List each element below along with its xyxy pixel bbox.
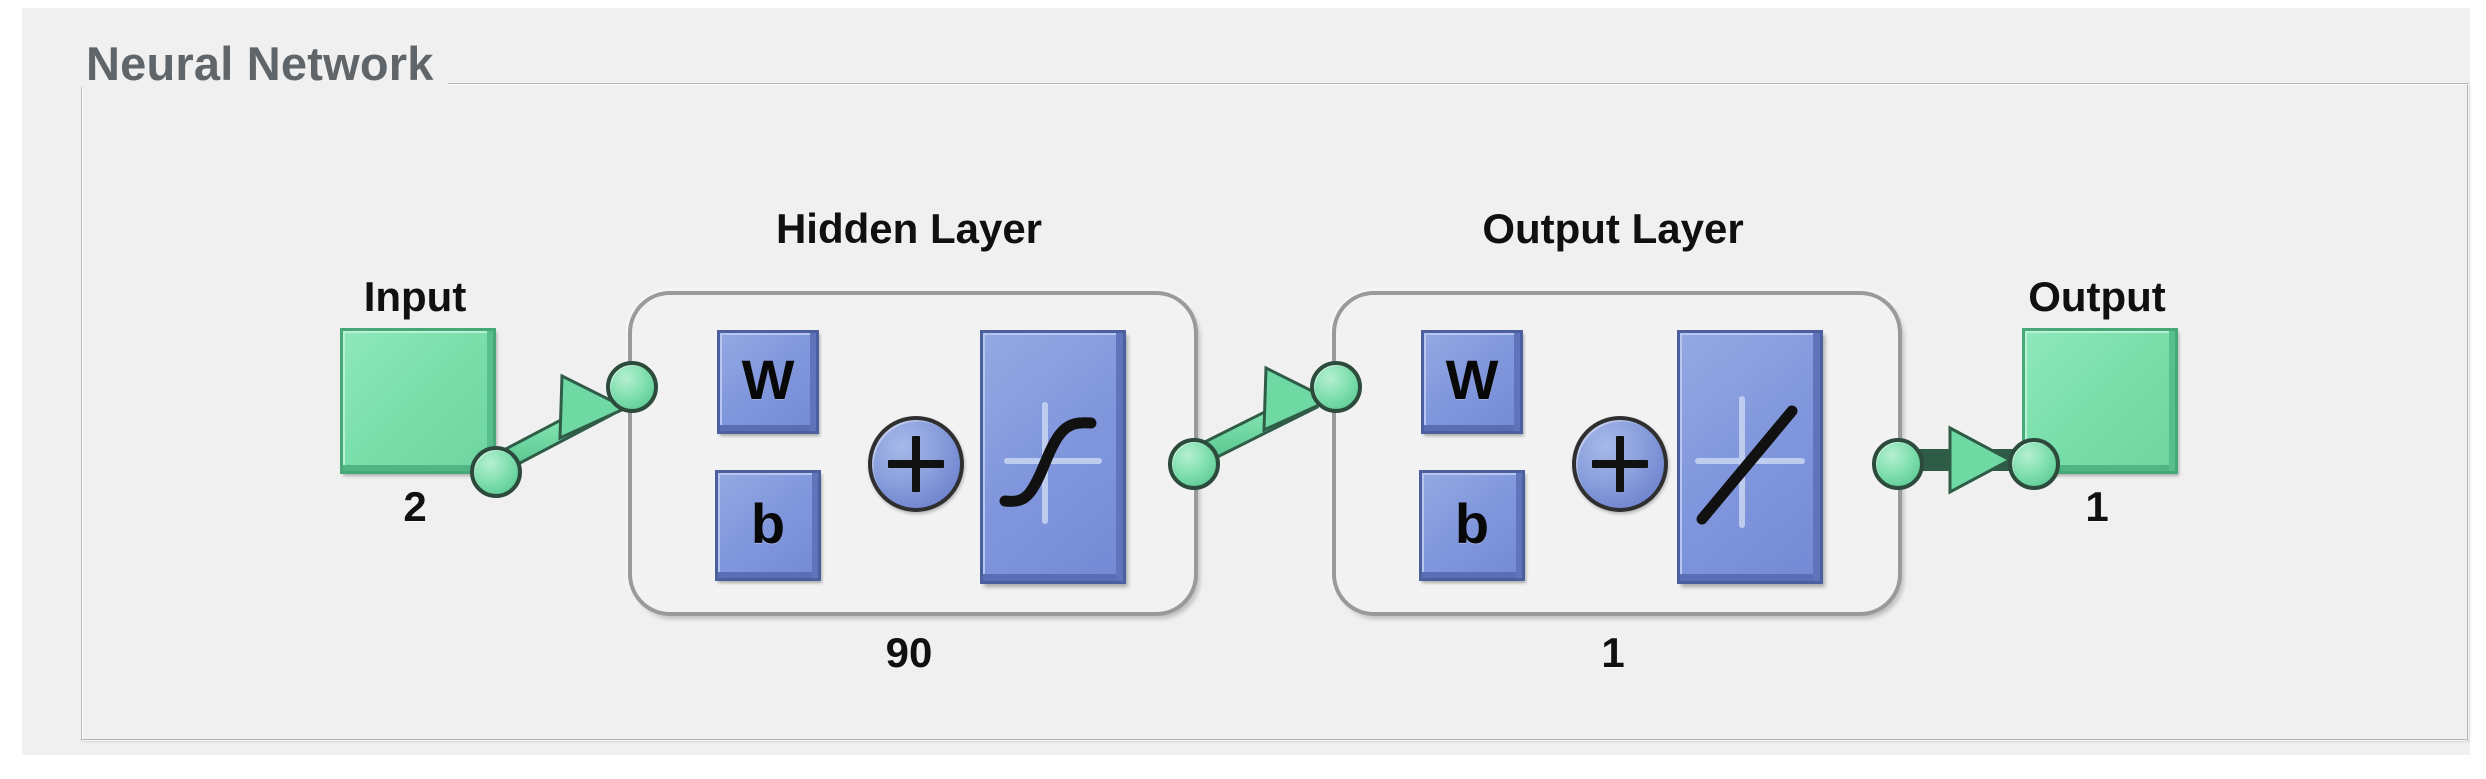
plus-icon bbox=[888, 436, 944, 492]
output-weight-block[interactable]: W bbox=[1421, 330, 1523, 434]
hidden-layer-entry-dot bbox=[606, 361, 658, 413]
output-layer-size: 1 bbox=[1601, 629, 1625, 676]
purelin-icon bbox=[1695, 396, 1805, 528]
page-title: Neural Network bbox=[76, 40, 448, 87]
output-size: 1 bbox=[2085, 483, 2109, 530]
output-layer-label: Output Layer bbox=[1482, 205, 1744, 252]
plus-icon bbox=[1592, 436, 1648, 492]
input-block[interactable] bbox=[340, 328, 496, 474]
hidden-layer-size: 90 bbox=[885, 629, 933, 676]
tansig-icon bbox=[999, 402, 1102, 524]
hidden-transfer-function-block[interactable] bbox=[980, 330, 1126, 584]
hidden-layer-exit-dot bbox=[1168, 438, 1220, 490]
hidden-weight-block[interactable]: W bbox=[717, 330, 819, 434]
input-label: Input bbox=[363, 273, 467, 320]
network-canvas: Hidden Layer 90 Output Layer 1 Input 2 O… bbox=[22, 8, 2486, 779]
hidden-layer-label: Hidden Layer bbox=[775, 205, 1043, 252]
output-input-junction-dot bbox=[2008, 438, 2060, 490]
output-transfer-function-block[interactable] bbox=[1677, 330, 1823, 584]
input-size: 2 bbox=[403, 483, 427, 530]
hidden-bias-label: b bbox=[750, 491, 786, 555]
neural-network-groupbox bbox=[80, 82, 2469, 741]
output-weight-label: W bbox=[1445, 348, 1499, 411]
hidden-sum-node[interactable] bbox=[868, 416, 964, 512]
output-layer-exit-dot bbox=[1872, 438, 1924, 490]
output-layer-entry-dot bbox=[1310, 361, 1362, 413]
input-output-junction-dot bbox=[470, 446, 522, 498]
output-label: Output bbox=[2028, 273, 2166, 320]
hidden-weight-label: W bbox=[741, 348, 795, 411]
panel-background: Neural Network bbox=[22, 8, 2470, 755]
output-sum-node[interactable] bbox=[1572, 416, 1668, 512]
output-bias-label: b bbox=[1454, 491, 1490, 555]
output-bias-block[interactable]: b bbox=[1419, 470, 1525, 581]
hidden-bias-block[interactable]: b bbox=[715, 470, 821, 581]
